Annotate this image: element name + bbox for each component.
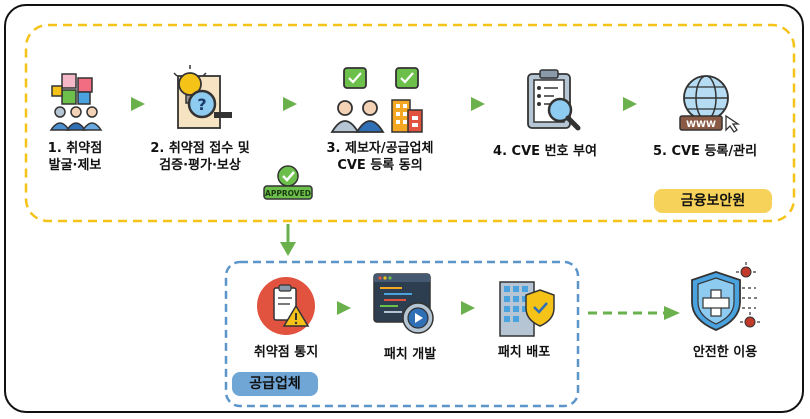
- step-1-label: 1. 취약점 발굴·제보: [20, 140, 130, 174]
- globe-www-icon: WWW: [679, 75, 741, 133]
- step-3-line2: CVE 등록 동의: [337, 158, 423, 173]
- bottom-group-tag: 공급업체: [232, 372, 318, 396]
- step-4-label: 4. CVE 번호 부여: [480, 143, 610, 160]
- step-2-line2: 검증·평가·보상: [159, 158, 241, 173]
- health-shield-icon: [691, 262, 760, 331]
- vendor-step-2-label: 패치 개발: [383, 347, 437, 362]
- arrow-vendor-1-2: [337, 301, 351, 315]
- vendor-step-3-label: 패치 배포: [497, 345, 551, 360]
- step-1-line2: 발굴·제보: [48, 158, 102, 173]
- step-3-line1: 3. 제보자/공급업체: [326, 141, 434, 156]
- result-label: 안전한 이용: [692, 345, 758, 360]
- clipboard-search-icon: [527, 69, 581, 131]
- building-shield-icon: [499, 281, 555, 337]
- code-editor-icon: [373, 273, 434, 334]
- arrow-4-5: [623, 97, 637, 111]
- step-5-label: 5. CVE 등록/관리: [640, 143, 770, 160]
- step-2-line1: 2. 취약점 접수 및: [150, 141, 250, 156]
- top-group-tag: 금융보안원: [654, 189, 772, 213]
- warning-clipboard-icon: [257, 277, 315, 335]
- step-4-line1: 4. CVE 번호 부여: [493, 144, 597, 159]
- arrow-3-4: [471, 97, 485, 111]
- puzzle-people-icon: [49, 73, 103, 131]
- diagram-frame: [4, 4, 804, 413]
- step-5-line1: 5. CVE 등록/관리: [652, 144, 758, 159]
- step-3-label: 3. 제보자/공급업체 CVE 등록 동의: [315, 140, 445, 174]
- arrow-2-3: [283, 97, 297, 111]
- arrow-vendor-2-3: [461, 301, 475, 315]
- vendor-step-1-label: 취약점 통지: [253, 345, 319, 360]
- arrow-to-result: [588, 306, 680, 320]
- idea-magnifier-icon: ?: [173, 65, 232, 129]
- approved-stamp-text: APPROVED: [265, 189, 311, 198]
- svg-text:WWW: WWW: [686, 120, 716, 130]
- svg-text:?: ?: [197, 95, 206, 114]
- arrow-1-2: [131, 97, 145, 111]
- approved-stamp-icon: APPROVED: [263, 165, 313, 200]
- arrow-down-to-vendor: [280, 224, 296, 256]
- agreement-people-icon: [330, 67, 423, 133]
- step-2-label: 2. 취약점 접수 및 검증·평가·보상: [135, 140, 265, 174]
- step-1-line1: 1. 취약점: [47, 141, 103, 156]
